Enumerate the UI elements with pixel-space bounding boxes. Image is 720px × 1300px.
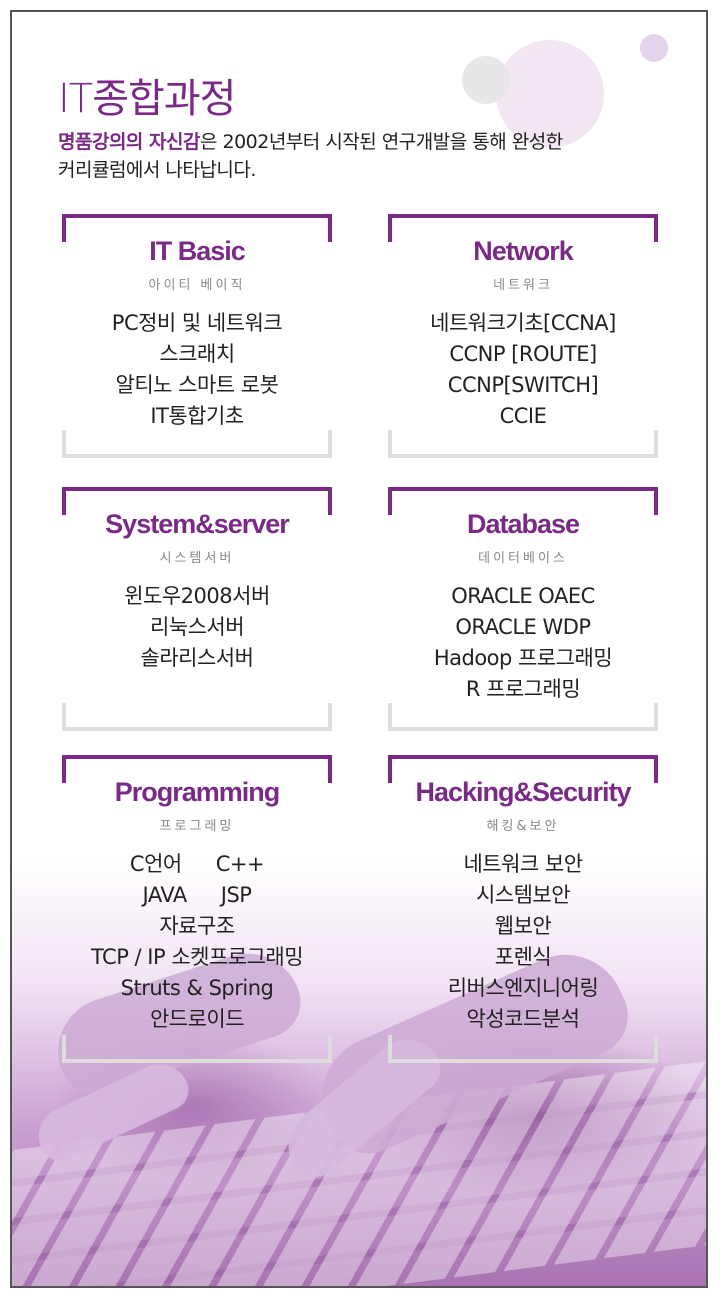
keyboard-hands-image (12, 856, 706, 1286)
list-item: Struts & Spring (120, 976, 274, 1000)
list-item: 네트워크기초[CCNA] (430, 311, 616, 335)
course-title: Programming (114, 777, 281, 807)
decorative-circle-gray (462, 56, 510, 104)
course-subtitle: 프로그래밍 (159, 819, 235, 834)
course-subtitle: 네트워크 (493, 278, 553, 293)
list-item: 솔라리스서버 (140, 646, 254, 670)
list-item: 윈도우2008서버 (124, 584, 270, 608)
intro-line1-rest: 은 2002년부터 시작된 연구개발을 통해 완성한 (199, 131, 563, 153)
course-card-it-basic: IT Basic 아이티 베이직 PC정비 및 네트워크 스크래치 알티노 스마… (62, 214, 332, 458)
bracket-bottom (62, 703, 332, 731)
bracket-bottom (388, 430, 658, 458)
course-card-database: Database 데이터베이스 ORACLE OAEC ORACLE WDP H… (388, 487, 658, 731)
course-title: Network (473, 236, 574, 266)
course-title: IT Basic (149, 236, 246, 266)
pair-right: JSP (220, 883, 252, 907)
bracket-bottom (62, 1035, 332, 1063)
list-item: IT통합기초 (150, 404, 244, 428)
pair-left: C언어 (129, 852, 182, 876)
decorative-circle-large (496, 40, 604, 148)
list-item: 알티노 스마트 로봇 (115, 373, 279, 397)
intro-line2: 커리큘럼에서 나타납니다. (58, 159, 256, 181)
course-list: C언어 C++ JAVA JSP 자료구조 TCP / IP 소켓프로그래밍 Str… (62, 849, 332, 1035)
list-item: 웹보안 (494, 914, 552, 938)
course-title: System&server (105, 509, 290, 539)
course-subtitle: 아이티 베이직 (148, 278, 246, 293)
course-card-network: Network 네트워크 네트워크기초[CCNA] CCNP [ROUTE] C… (388, 214, 658, 458)
list-item: CCNP[SWITCH] (447, 373, 599, 397)
course-list: 윈도우2008서버 리눅스서버 솔라리스서버 (62, 581, 332, 674)
course-subtitle: 데이터베이스 (478, 551, 568, 566)
course-list: ORACLE OAEC ORACLE WDP Hadoop 프로그래밍 R 프로… (388, 581, 658, 705)
bracket-bottom (62, 430, 332, 458)
page-title: IT종합과정 (58, 76, 236, 122)
list-item: TCP / IP 소켓프로그래밍 (90, 945, 304, 969)
course-title: Hacking&Security (415, 777, 631, 807)
course-subtitle: 시스템서버 (159, 551, 235, 566)
bracket-top (62, 214, 332, 242)
list-item: CCIE (499, 404, 547, 428)
decorative-circle-small (640, 34, 668, 62)
list-item: ORACLE WDP (455, 615, 591, 639)
list-item: 시스템보안 (475, 883, 571, 907)
intro-text: 명품강의의 자신감은 2002년부터 시작된 연구개발을 통해 완성한 커리큘럼… (58, 128, 658, 184)
course-card-system-server: System&server 시스템서버 윈도우2008서버 리눅스서버 솔라리스… (62, 487, 332, 731)
list-item: 포렌식 (494, 945, 552, 969)
list-item: 네트워크 보안 (463, 852, 583, 876)
course-card-hacking-security: Hacking&Security 해킹&보안 네트워크 보안 시스템보안 웹보안… (388, 755, 658, 1063)
bracket-bottom (388, 1035, 658, 1063)
course-list: 네트워크 보안 시스템보안 웹보안 포렌식 리버스엔지니어링 악성코드분석 (388, 849, 658, 1035)
list-item: 자료구조 (159, 914, 235, 938)
list-item-pair: C언어 C++ (62, 849, 332, 880)
intro-emphasis: 명품강의의 자신감 (58, 131, 200, 153)
list-item: 리눅스서버 (149, 615, 245, 639)
list-item: CCNP [ROUTE] (449, 342, 597, 366)
list-item: 안드로이드 (149, 1007, 245, 1031)
bracket-bottom (388, 703, 658, 731)
list-item-pair: JAVA JSP (62, 880, 332, 911)
list-item: 스크래치 (159, 342, 235, 366)
bracket-top (388, 214, 658, 242)
course-card-programming: Programming 프로그래밍 C언어 C++ JAVA JSP 자료구조 TC… (62, 755, 332, 1063)
bracket-top (62, 755, 332, 783)
course-list: PC정비 및 네트워크 스크래치 알티노 스마트 로봇 IT통합기초 (62, 308, 332, 432)
course-subtitle: 해킹&보안 (486, 819, 560, 834)
course-list: 네트워크기초[CCNA] CCNP [ROUTE] CCNP[SWITCH] C… (388, 308, 658, 432)
bracket-top (388, 755, 658, 783)
course-title: Database (466, 509, 580, 539)
bracket-top (388, 487, 658, 515)
bracket-top (62, 487, 332, 515)
list-item: PC정비 및 네트워크 (111, 311, 283, 335)
list-item: Hadoop 프로그래밍 (433, 646, 613, 670)
list-item: R 프로그래밍 (465, 677, 581, 701)
list-item: 리버스엔지니어링 (447, 976, 599, 1000)
pair-left: JAVA (142, 883, 188, 907)
list-item: 악성코드분석 (466, 1007, 580, 1031)
page-frame (10, 10, 708, 1288)
list-item: ORACLE OAEC (451, 584, 595, 608)
pair-right: C++ (215, 852, 265, 876)
